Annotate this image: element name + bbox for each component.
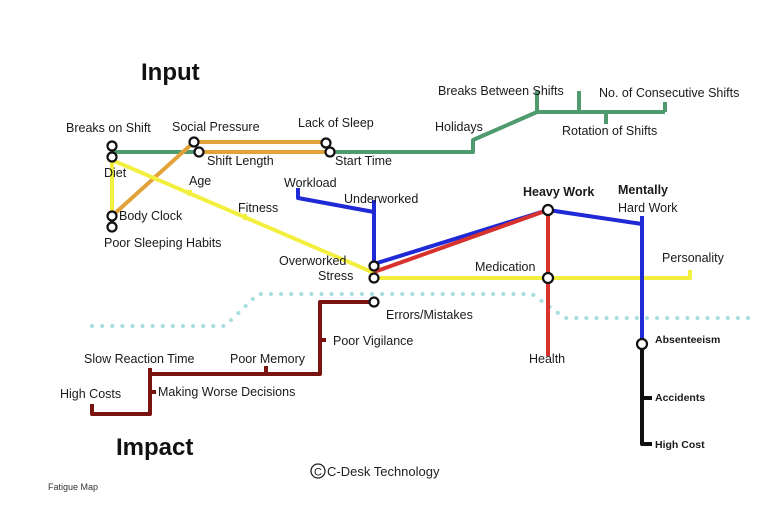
label-accidents: Accidents	[655, 392, 705, 404]
station-diet	[106, 151, 118, 163]
station-social-pressure	[188, 136, 200, 148]
station-start-time	[324, 146, 336, 158]
green-line	[112, 91, 667, 154]
stations	[106, 136, 649, 351]
copyright-text: C-Desk Technology	[327, 464, 440, 479]
label-shift-length: Shift Length	[207, 154, 274, 168]
label-absenteeism: Absenteeism	[655, 334, 720, 346]
station-body-clock	[106, 210, 118, 222]
station-medication	[541, 271, 555, 285]
station-heavy-work	[541, 203, 555, 217]
station-shift-length	[193, 146, 205, 158]
station-breaks-on-shift	[106, 140, 118, 152]
station-errors	[368, 296, 380, 308]
label-poor-vigilance: Poor Vigilance	[333, 334, 413, 348]
label-mentally: Mentally	[618, 183, 668, 197]
label-high-costs: High Costs	[60, 387, 121, 401]
label-underworked: Underworked	[344, 192, 418, 206]
label-age: Age	[189, 174, 211, 188]
label-making-worse-decisions: Making Worse Decisions	[158, 385, 295, 399]
copyright-mark: C	[310, 463, 326, 479]
label-heavy-work: Heavy Work	[523, 185, 594, 199]
label-medication: Medication	[475, 260, 535, 274]
label-fitness: Fitness	[238, 201, 278, 215]
station-lack-of-sleep	[320, 137, 332, 149]
label-rotation-of-shifts: Rotation of Shifts	[562, 124, 657, 138]
station-overworked	[368, 260, 380, 272]
label-hard-work: Hard Work	[618, 201, 678, 215]
fatigue-map-caption: Fatigue Map	[48, 482, 98, 492]
label-social-pressure: Social Pressure	[172, 120, 260, 134]
label-slow-reaction-time: Slow Reaction Time	[84, 352, 195, 366]
svg-text:C: C	[314, 467, 322, 479]
label-poor-sleeping-habits: Poor Sleeping Habits	[104, 236, 221, 250]
label-overworked: Overworked	[279, 254, 346, 268]
station-stress	[368, 272, 380, 284]
label-lack-of-sleep: Lack of Sleep	[298, 116, 374, 130]
label-health: Health	[529, 352, 565, 366]
label-poor-memory: Poor Memory	[230, 352, 306, 366]
label-diet: Diet	[104, 166, 127, 180]
label-high-cost: High Cost	[655, 439, 705, 451]
label-breaks-on-shift: Breaks on Shift	[66, 121, 151, 135]
brown-line	[90, 300, 374, 416]
impact-heading: Impact	[116, 434, 193, 461]
input-impact-boundary	[90, 292, 754, 328]
label-start-time: Start Time	[335, 154, 392, 168]
label-holidays: Holidays	[435, 120, 483, 134]
label-personality: Personality	[662, 251, 725, 265]
station-absenteeism	[635, 337, 649, 351]
label-workload: Workload	[284, 176, 337, 190]
station-poor-sleeping-habits	[106, 221, 118, 233]
label-consecutive-shifts: No. of Consecutive Shifts	[599, 86, 739, 100]
label-errors-mistakes: Errors/Mistakes	[386, 308, 473, 322]
label-body-clock: Body Clock	[119, 209, 183, 223]
input-heading: Input	[141, 59, 200, 86]
black-line	[640, 346, 652, 446]
label-breaks-between-shifts: Breaks Between Shifts	[438, 84, 564, 98]
label-stress: Stress	[318, 269, 353, 283]
